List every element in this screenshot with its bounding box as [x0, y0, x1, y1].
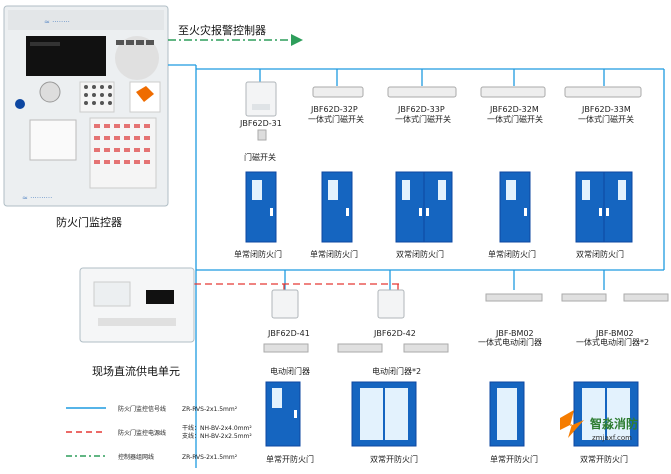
top-device-3-type: 一体式门磁开关 — [395, 114, 451, 124]
top-door-2-label: 单常闭防火门 — [310, 249, 358, 259]
bottom-device-1-model: JBF62D-41 — [267, 329, 310, 338]
logo-flame-icon — [560, 410, 584, 438]
top-door-1-label: 单常闭防火门 — [234, 249, 282, 259]
bottom-device-2: JBF62D-42 电动闭门器*2 — [337, 289, 449, 376]
legend-power-spec2: 支线：NH-BV-2x2.5mm² — [182, 432, 252, 440]
top-door-3-label: 双常闭防火门 — [396, 249, 444, 259]
bottom-device-4-model: JBF-BM02 — [595, 329, 634, 338]
power-unit-label: 现场直流供电单元 — [92, 364, 180, 378]
legend-network-name: 控制器组网线 — [118, 453, 154, 461]
top-device-2-model: JBF62D-32P — [310, 105, 358, 114]
signal-bus — [168, 64, 665, 468]
controller-label: 防火门监控器 — [56, 215, 122, 229]
top-door-2 — [321, 171, 353, 243]
top-device-3: JBF62D-33P 一体式门磁开关 — [387, 86, 457, 124]
top-device-5-model: JBF62D-33M — [581, 105, 631, 114]
bottom-device-2-model: JBF62D-42 — [373, 329, 416, 338]
bottom-device-1-type: 电动闭门器 — [270, 366, 310, 376]
bottom-door-1-label: 单常开防火门 — [266, 454, 314, 464]
top-device-4-model: JBF62D-32M — [489, 105, 539, 114]
bottom-device-4: JBF-BM02 一体式电动闭门器*2 — [561, 293, 669, 347]
bottom-door-3 — [489, 381, 525, 447]
top-device-2: JBF62D-32P 一体式门磁开关 — [308, 86, 364, 124]
to-fire-alarm-label: 至火灾报警控制器 — [178, 23, 266, 37]
top-device-4: JBF62D-32M 一体式门磁开关 — [480, 86, 546, 124]
top-door-4 — [499, 171, 531, 243]
legend-signal-name: 防火门监控信号线 — [118, 405, 166, 413]
top-door-1 — [245, 171, 277, 243]
bottom-door-1 — [265, 381, 301, 447]
controller-brand-mark: ≈ ········ — [44, 18, 70, 26]
top-device-5: JBF62D-33M 一体式门磁开关 — [564, 86, 642, 124]
bottom-device-3: JBF-BM02 一体式电动闭门器 — [478, 293, 543, 347]
bottom-door-2 — [351, 381, 417, 447]
top-device-3-model: JBF62D-33P — [397, 105, 445, 114]
legend-network-spec: ZR-RVS-2x1.5mm² — [182, 454, 238, 461]
legend-power-name: 防火门监控电源线 — [118, 429, 166, 437]
bottom-door-3-label: 单常开防火门 — [490, 454, 538, 464]
bottom-device-1: JBF62D-41 电动闭门器 — [263, 289, 310, 376]
bottom-device-3-model: JBF-BM02 — [495, 329, 534, 338]
bottom-door-2-label: 双常开防火门 — [370, 454, 418, 464]
top-door-4-label: 单常闭防火门 — [488, 249, 536, 259]
bottom-door-4 — [573, 381, 639, 447]
legend-signal-spec: ZR-RVS-2x1.5mm² — [182, 406, 238, 413]
top-device-4-type: 一体式门磁开关 — [487, 114, 543, 124]
top-door-3 — [395, 171, 453, 243]
bottom-device-3-type: 一体式电动闭门器 — [478, 337, 542, 347]
logo-url: zmjaxf.com — [592, 434, 632, 442]
fire-door-controller: ≈ ········ ≈ ·········· — [3, 5, 169, 207]
bottom-device-4-type: 一体式电动闭门器*2 — [576, 337, 649, 347]
top-device-1-type: 门磁开关 — [244, 152, 276, 162]
watermark-logo: 智淼消防 zmjaxf.com — [560, 410, 638, 442]
bottom-door-4-label: 双常开防火门 — [580, 454, 628, 464]
bottom-device-2-type: 电动闭门器*2 — [372, 366, 421, 376]
top-device-1-model: JBF62D-31 — [239, 119, 282, 128]
legend: 防火门监控信号线 ZR-RVS-2x1.5mm² 防火门监控电源线 干线：NH-… — [66, 405, 252, 461]
dc-power-unit — [79, 267, 195, 343]
logo-name: 智淼消防 — [589, 416, 638, 431]
top-door-5 — [575, 171, 633, 243]
legend-power-spec: 干线：NH-BV-2x4.0mm² — [182, 424, 252, 432]
controller-bottom-mark: ≈ ·········· — [22, 194, 52, 202]
top-door-5-label: 双常闭防火门 — [576, 249, 624, 259]
top-device-2-type: 一体式门磁开关 — [308, 114, 364, 124]
top-device-1: JBF62D-31 门磁开关 — [239, 81, 282, 162]
top-device-5-type: 一体式门磁开关 — [578, 114, 634, 124]
